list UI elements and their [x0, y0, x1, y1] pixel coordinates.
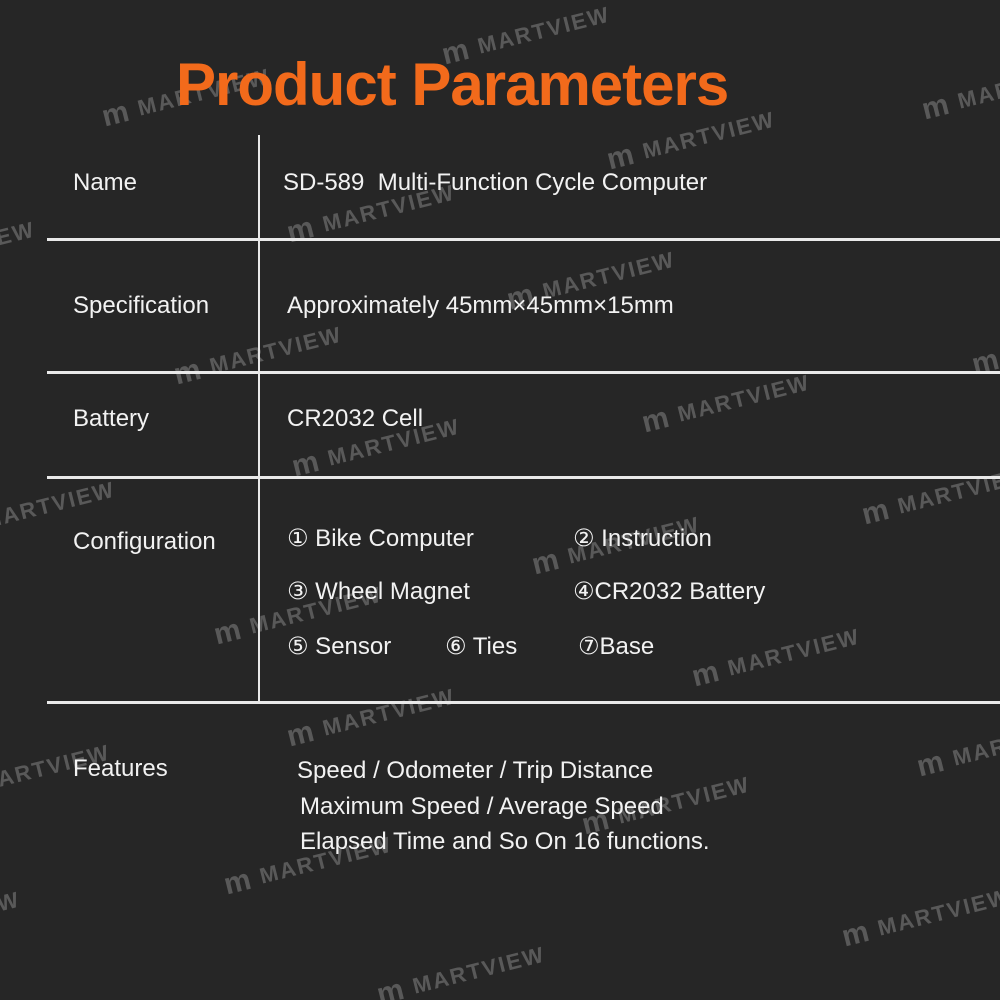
watermark-text: MARTVIEW — [0, 476, 118, 534]
config-item-instruction: ② Instruction — [573, 525, 712, 552]
config-item-cr2032-battery: ④CR2032 Battery — [573, 578, 766, 605]
row-label-configuration: Configuration — [73, 528, 216, 555]
watermark-text: MARTVIEW — [895, 461, 1000, 519]
row-value-specification: Approximately 45mm×45mm×15mm — [287, 292, 674, 319]
config-item-ties: ⑥ Ties — [445, 633, 518, 660]
martview-logo-icon: m — [913, 744, 948, 784]
features-line-3: Elapsed Time and So On 16 functions. — [300, 828, 710, 855]
watermark-text: MARTVIEW — [875, 883, 1000, 941]
config-item-sensor: ⑤ Sensor — [287, 633, 392, 660]
row-divider — [47, 476, 1000, 479]
martview-logo-icon: m — [373, 972, 408, 1000]
config-item-wheel-magnet: ③ Wheel Magnet — [287, 578, 470, 605]
row-label-specification: Specification — [73, 292, 210, 319]
watermark-text: MARTVIEW — [950, 713, 1000, 771]
martview-logo-icon: m — [210, 612, 245, 652]
martview-logo-icon: m — [968, 342, 1000, 382]
martview-logo-icon: m — [283, 714, 318, 754]
row-value-name: SD-589 Multi-Function Cycle Computer — [283, 169, 708, 196]
martview-logo-icon: m — [858, 492, 893, 532]
page-title: Product Parameters — [176, 51, 729, 118]
watermark-text: MARTVIEW — [0, 886, 23, 944]
watermark-text: MARTVIEW — [955, 56, 1000, 114]
watermark-text: MARTVIEW — [725, 623, 863, 681]
row-value-battery: CR2032 Cell — [287, 405, 424, 432]
features-line-1: Speed / Odometer / Trip Distance — [297, 757, 654, 784]
config-item-bike-computer: ① Bike Computer — [287, 525, 474, 552]
martview-logo-icon: m — [283, 210, 318, 250]
martview-logo-icon: m — [638, 400, 673, 440]
row-label-battery: Battery — [73, 405, 150, 432]
martview-logo-icon: m — [220, 862, 255, 902]
martview-logo-icon: m — [688, 654, 723, 694]
watermark-text: MARTVIEW — [675, 369, 813, 427]
row-label-features: Features — [73, 755, 168, 782]
watermark-text: MARTVIEW — [410, 941, 548, 999]
config-item-base: ⑦Base — [578, 633, 655, 660]
martview-logo-icon: m — [528, 542, 563, 582]
watermark-text: MARTVIEW — [0, 216, 38, 274]
row-divider — [47, 701, 1000, 704]
watermark-text: MARTVIEW — [320, 683, 458, 741]
martview-logo-icon: m — [838, 914, 873, 954]
features-line-2: Maximum Speed / Average Speed — [300, 793, 664, 820]
column-divider — [258, 135, 260, 703]
martview-logo-icon: m — [918, 87, 953, 127]
row-divider — [47, 238, 1000, 241]
martview-logo-icon: m — [98, 94, 133, 134]
row-label-name: Name — [73, 169, 138, 196]
row-divider — [47, 371, 1000, 374]
